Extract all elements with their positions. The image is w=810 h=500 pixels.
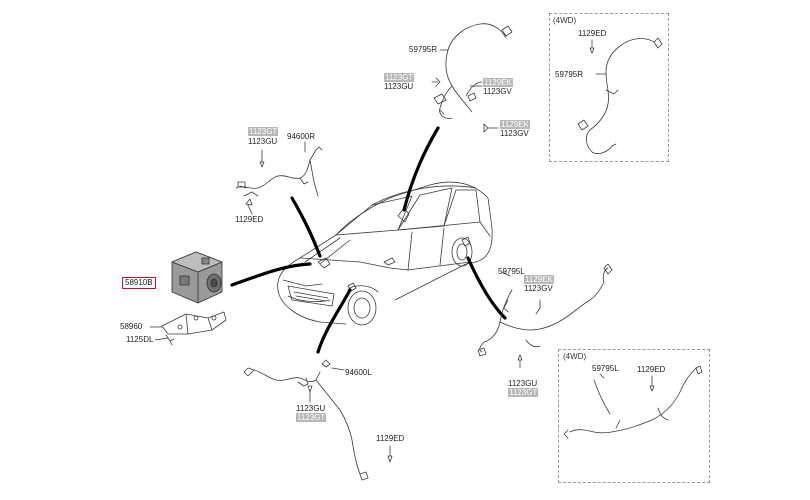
harness-icon bbox=[477, 263, 613, 357]
label-1123gu: 1123GU bbox=[508, 379, 538, 388]
label-1129ed: 1129ED bbox=[235, 215, 264, 224]
label-1123gu: 1123GU bbox=[384, 82, 414, 91]
label-1123gu: 1123GU bbox=[296, 404, 326, 413]
harness-icon bbox=[563, 365, 703, 439]
car-illustration bbox=[277, 181, 493, 326]
wheel-speed-sensor-icon bbox=[235, 146, 323, 197]
abs-module-icon bbox=[171, 251, 223, 304]
label-1129ed: 1129ED bbox=[637, 365, 666, 374]
wheel-speed-sensor-icon bbox=[243, 359, 369, 481]
label-1129ek: 1129EK bbox=[483, 78, 513, 87]
harness-icon bbox=[433, 23, 513, 119]
harness-icon bbox=[577, 37, 663, 154]
label-1123gv: 1123GV bbox=[500, 129, 529, 138]
box-4wd-top bbox=[549, 13, 669, 162]
label-1123gv: 1123GV bbox=[524, 284, 553, 293]
label-1123gv: 1123GV bbox=[483, 87, 512, 96]
label-59795r: 59795R bbox=[555, 70, 584, 79]
label-94600l: 94600L bbox=[345, 368, 372, 377]
box-4wd-bottom-title: (4WD) bbox=[563, 352, 587, 361]
part-58910b-highlight[interactable]: 58910B bbox=[122, 277, 156, 289]
label-1129ek: 1129EK bbox=[524, 275, 554, 284]
label-1123gt: 1123GT bbox=[248, 127, 279, 136]
label-1123gu: 1123GU bbox=[248, 137, 278, 146]
label-59795l: 59795L bbox=[592, 364, 619, 373]
bracket-icon bbox=[161, 311, 227, 346]
box-4wd-bottom bbox=[558, 349, 710, 483]
label-59795r: 59795R bbox=[409, 45, 438, 54]
label-1123gt: 1123GT bbox=[296, 413, 327, 422]
label-59795l: 59795L bbox=[498, 267, 525, 276]
label-1125dl: 1125DL bbox=[126, 335, 154, 344]
label-1129ek: 1129EK bbox=[500, 120, 530, 129]
label-1129ed: 1129ED bbox=[376, 434, 405, 443]
label-94600r: 94600R bbox=[287, 132, 316, 141]
leader-arrows bbox=[230, 126, 507, 354]
label-1123gt: 1123GT bbox=[384, 73, 415, 82]
box-4wd-top-title: (4WD) bbox=[553, 16, 577, 25]
label-1123gt: 1123GT bbox=[508, 388, 539, 397]
label-58960: 58960 bbox=[120, 322, 143, 331]
label-1129ed: 1129ED bbox=[578, 29, 607, 38]
